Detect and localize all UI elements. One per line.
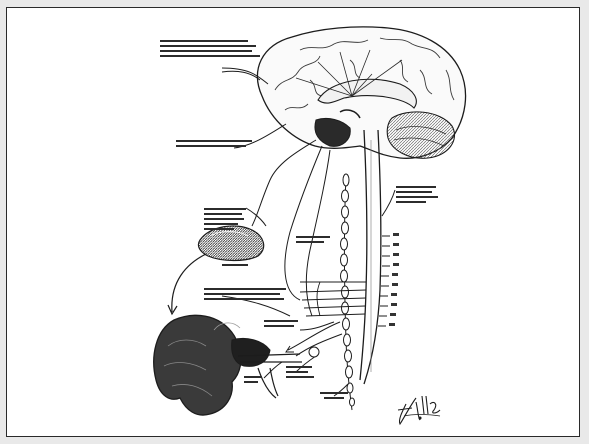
- label-block-mid: [176, 140, 252, 147]
- artist-signature: [398, 396, 440, 424]
- label-block-top: [160, 40, 260, 57]
- label-block-kidney: [204, 288, 286, 300]
- kidney: [154, 315, 241, 415]
- brain: [257, 27, 465, 158]
- segment-labels: [389, 233, 399, 326]
- pituitary-gland: [198, 226, 263, 261]
- hormone-arrow: [172, 254, 206, 312]
- ganglion: [309, 347, 319, 357]
- spinal-cord: [360, 130, 399, 384]
- sympathetic-chain: [341, 174, 355, 410]
- label-block-right: [396, 186, 438, 203]
